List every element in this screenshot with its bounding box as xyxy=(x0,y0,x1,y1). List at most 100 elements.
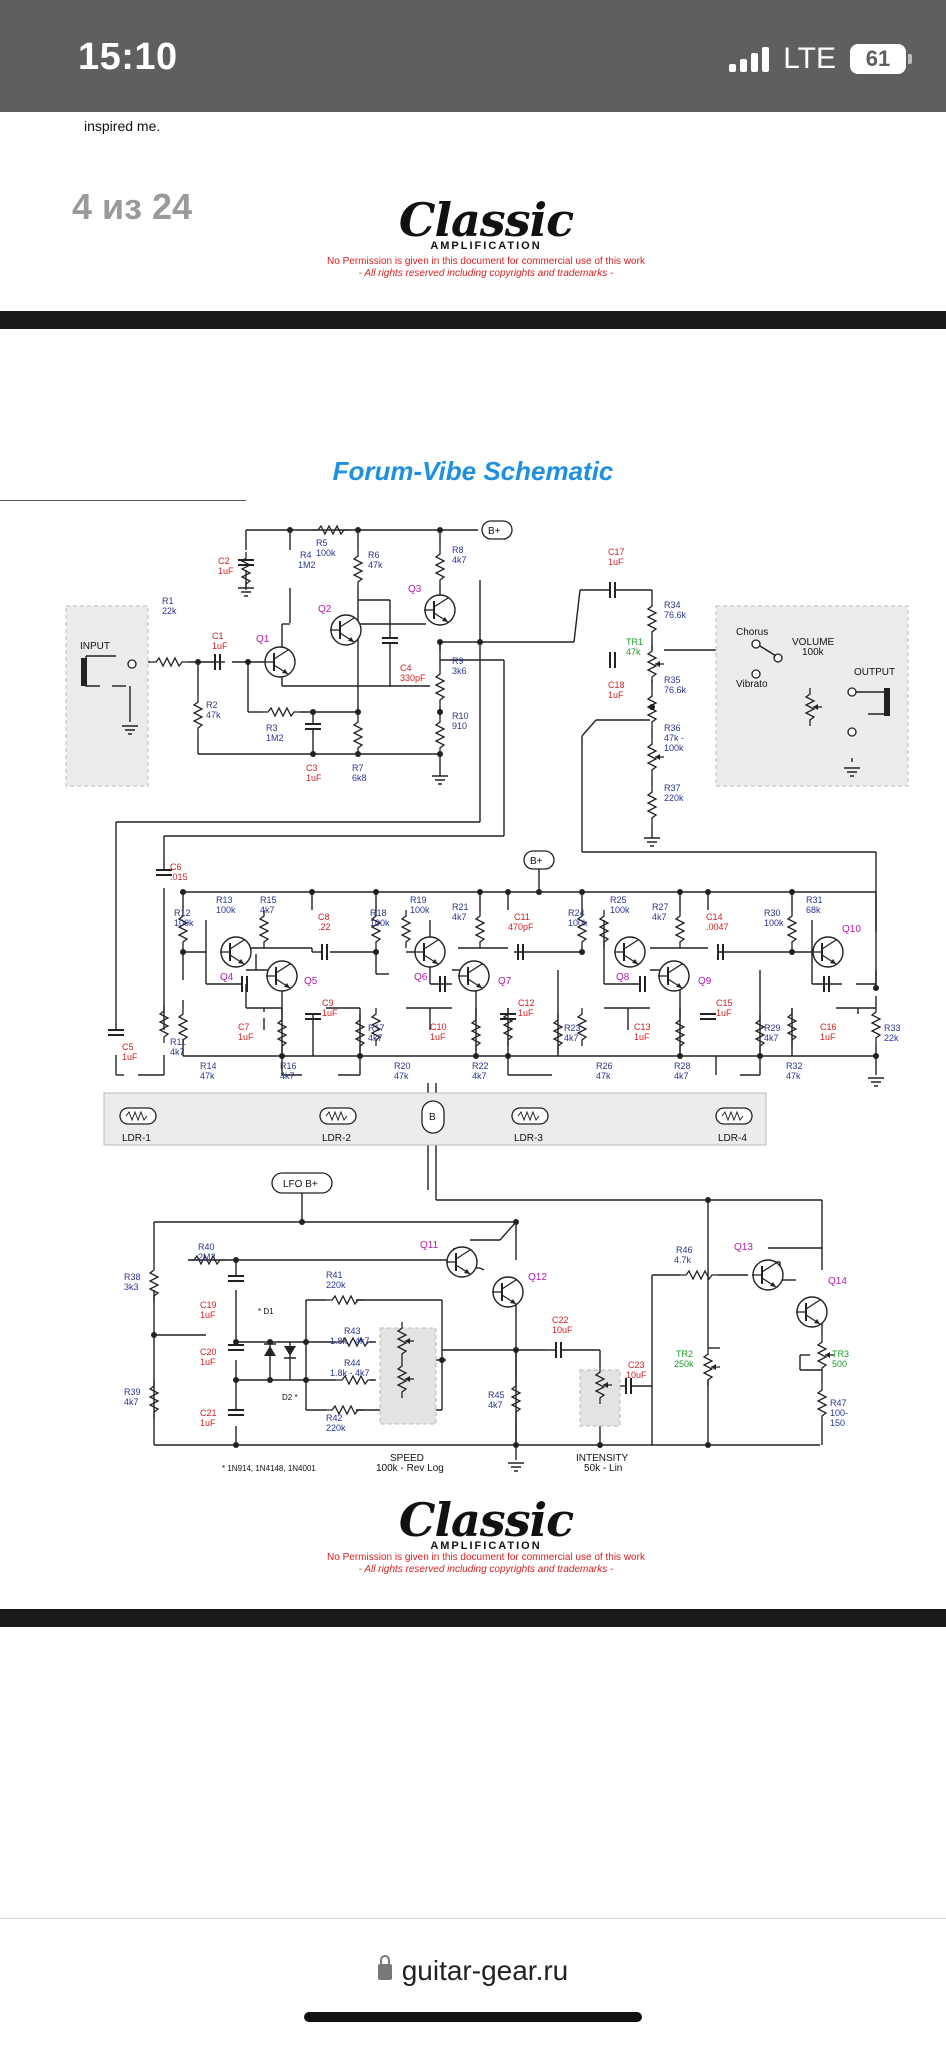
svg-text:1uF: 1uF xyxy=(122,1052,138,1062)
volume-value: 100k xyxy=(802,647,825,658)
speed-value: 100k - Rev Log xyxy=(376,1463,444,1474)
svg-text:C17: C17 xyxy=(608,547,625,557)
svg-text:R20: R20 xyxy=(394,1061,411,1071)
svg-text:Q5: Q5 xyxy=(304,976,318,987)
svg-text:R12: R12 xyxy=(174,908,191,918)
svg-text:R47: R47 xyxy=(830,1398,847,1408)
svg-text:R36: R36 xyxy=(664,723,681,733)
svg-text:.0047: .0047 xyxy=(706,922,729,932)
classic-logo-2: Classic AMPLIFICATION xyxy=(398,1493,574,1552)
svg-text:100k: 100k xyxy=(216,905,236,915)
svg-text:R4: R4 xyxy=(300,550,312,560)
svg-text:R7: R7 xyxy=(352,763,364,773)
svg-text:47k: 47k xyxy=(596,1071,611,1081)
copyright-notice-2: No Permission is given in this document … xyxy=(327,1552,645,1575)
svg-text:100k: 100k xyxy=(370,918,390,928)
svg-text:C21: C21 xyxy=(200,1408,217,1418)
svg-text:R15: R15 xyxy=(260,895,277,905)
svg-text:1uF: 1uF xyxy=(200,1418,216,1428)
svg-text:C10: C10 xyxy=(430,1022,447,1032)
bplus-label: B+ xyxy=(488,526,501,537)
page-counter: 4 из 24 xyxy=(72,186,193,227)
svg-text:220k: 220k xyxy=(326,1423,346,1433)
svg-text:4k7: 4k7 xyxy=(124,1397,139,1407)
svg-text:1uF: 1uF xyxy=(608,690,624,700)
svg-text:C18: C18 xyxy=(608,680,625,690)
svg-text:Q10: Q10 xyxy=(842,924,861,935)
home-indicator[interactable] xyxy=(304,2012,642,2022)
svg-text:R31: R31 xyxy=(806,895,823,905)
svg-text:1uF: 1uF xyxy=(200,1310,216,1320)
svg-text:C16: C16 xyxy=(820,1022,837,1032)
svg-text:47k: 47k xyxy=(200,1071,215,1081)
b-label: B xyxy=(429,1112,436,1123)
svg-text:R41: R41 xyxy=(326,1270,343,1280)
svg-text:C3: C3 xyxy=(306,763,318,773)
svg-text:R29: R29 xyxy=(764,1023,781,1033)
svg-text:47k: 47k xyxy=(626,647,641,657)
svg-text:.22: .22 xyxy=(318,922,331,932)
svg-text:1.8k - 4k7: 1.8k - 4k7 xyxy=(330,1368,370,1378)
svg-text:R35: R35 xyxy=(664,675,681,685)
svg-text:4k7: 4k7 xyxy=(652,912,667,922)
svg-text:R18: R18 xyxy=(370,908,387,918)
svg-text:C14: C14 xyxy=(706,912,723,922)
d2-label: D2 * xyxy=(282,1393,298,1402)
svg-text:4.7k: 4.7k xyxy=(674,1255,692,1265)
svg-text:R43: R43 xyxy=(344,1326,361,1336)
svg-text:R1: R1 xyxy=(162,596,174,606)
svg-text:100k: 100k xyxy=(174,918,194,928)
svg-text:TR3: TR3 xyxy=(832,1349,849,1359)
svg-text:C4: C4 xyxy=(400,663,412,673)
svg-text:22k: 22k xyxy=(884,1033,899,1043)
bplus-label-2: B+ xyxy=(530,856,543,867)
url-field[interactable]: guitar-gear.ru xyxy=(0,1955,946,1987)
url-text: guitar-gear.ru xyxy=(401,1955,569,1986)
svg-text:910: 910 xyxy=(452,721,467,731)
svg-text:4k7: 4k7 xyxy=(472,1071,487,1081)
pdf-page-prev xyxy=(0,112,946,310)
svg-text:4k7: 4k7 xyxy=(280,1071,295,1081)
svg-text:100k: 100k xyxy=(316,548,336,558)
lock-icon xyxy=(377,1955,392,1980)
svg-text:Q9: Q9 xyxy=(698,976,712,987)
svg-text:Q2: Q2 xyxy=(318,604,332,615)
svg-text:R37: R37 xyxy=(664,783,681,793)
svg-text:47k: 47k xyxy=(206,710,221,720)
url-bar[interactable]: guitar-gear.ru xyxy=(0,1918,946,2048)
svg-text:Q6: Q6 xyxy=(414,972,428,983)
svg-text:2M2: 2M2 xyxy=(198,1252,216,1262)
svg-text:C2: C2 xyxy=(218,556,230,566)
svg-text:C9: C9 xyxy=(322,998,334,1008)
svg-text:1uF: 1uF xyxy=(430,1032,446,1042)
svg-text:R23: R23 xyxy=(564,1023,581,1033)
svg-text:R22: R22 xyxy=(472,1061,489,1071)
svg-text:C1: C1 xyxy=(212,631,224,641)
signal-icon xyxy=(729,46,770,72)
diode-note: * 1N914, 1N4148, 1N4001 xyxy=(222,1464,316,1473)
ldr-3-label: LDR-3 xyxy=(514,1133,543,1144)
svg-text:100k: 100k xyxy=(664,743,684,753)
page-text: inspired me. xyxy=(84,118,161,134)
svg-text:250k: 250k xyxy=(674,1359,694,1369)
input-label: INPUT xyxy=(80,641,110,652)
svg-text:R9: R9 xyxy=(452,656,464,666)
svg-text:100k: 100k xyxy=(610,905,630,915)
page-divider xyxy=(0,311,946,329)
status-right: LTE 61 xyxy=(729,42,912,76)
svg-text:470pF: 470pF xyxy=(508,922,534,932)
svg-text:R17: R17 xyxy=(368,1023,385,1033)
svg-text:R19: R19 xyxy=(410,895,427,905)
svg-text:100-: 100- xyxy=(830,1408,848,1418)
svg-text:R10: R10 xyxy=(452,711,469,721)
svg-text:4k7: 4k7 xyxy=(674,1071,689,1081)
speed-label: SPEED xyxy=(390,1453,424,1464)
svg-text:76.6k: 76.6k xyxy=(664,685,687,695)
lfo-bplus-label: LFO B+ xyxy=(283,1179,318,1190)
svg-text:4k7: 4k7 xyxy=(564,1033,579,1043)
svg-text:4k7: 4k7 xyxy=(452,912,467,922)
svg-text:1uF: 1uF xyxy=(238,1032,254,1042)
svg-text:3k3: 3k3 xyxy=(124,1282,139,1292)
svg-text:R45: R45 xyxy=(488,1390,505,1400)
